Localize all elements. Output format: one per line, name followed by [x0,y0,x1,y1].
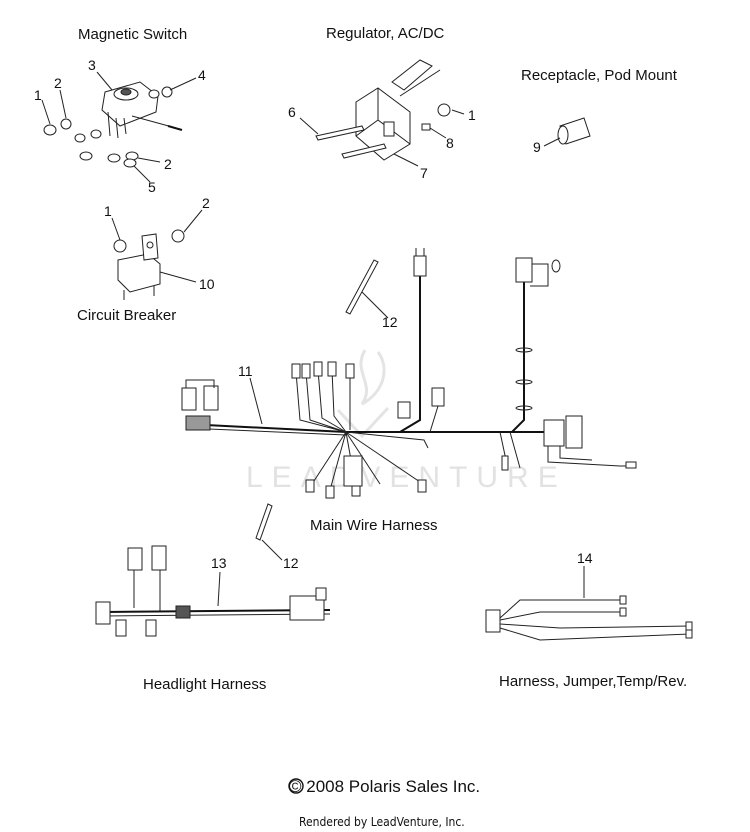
rendered-by-text: Rendered by LeadVenture, Inc. [299,815,465,829]
main-wire-harness [181,248,637,499]
cable-tie-headlight [255,503,283,561]
receptacle-assembly [543,117,591,147]
callout-mh-11: 11 [238,363,253,379]
cable-tie-main [345,259,389,319]
callout-jh-14: 14 [577,550,593,566]
copyright-text: © 2008 Polaris Sales Inc. [289,777,481,796]
callout-ms-3: 3 [88,57,96,73]
callout-rg-8: 8 [446,135,454,151]
callout-hh-12: 12 [283,555,299,571]
headlight-harness [95,545,331,637]
callout-rg-7: 7 [420,165,428,181]
callout-ms-4: 4 [198,67,206,83]
watermark-flame-icon [336,349,390,439]
regulator-assembly [299,59,465,167]
title-regulator: Regulator, AC/DC [326,25,445,42]
title-circuit-breaker: Circuit Breaker [77,307,177,324]
callout-rg-6: 6 [288,104,296,120]
title-receptacle: Receptacle, Pod Mount [521,67,677,84]
callout-ms-2a: 2 [54,75,62,91]
title-headlight-harness: Headlight Harness [143,676,267,693]
callout-ms-2b: 2 [164,156,172,172]
callout-rc-9: 9 [533,139,541,155]
callout-ms-5: 5 [148,179,156,195]
callout-ms-1: 1 [34,87,42,103]
callout-mh-12: 12 [382,314,398,330]
copyright-circle [288,778,304,794]
circuit-breaker-assembly [111,209,203,300]
title-main-wire-harness: Main Wire Harness [310,517,438,534]
jumper-harness [485,566,693,641]
callout-cb-2: 2 [202,195,210,211]
title-magnetic-switch: Magnetic Switch [78,26,188,43]
callout-cb-10: 10 [199,276,215,292]
magnetic-switch-assembly [41,71,197,183]
callout-rg-1: 1 [468,107,476,123]
title-jumper-harness: Harness, Jumper,Temp/Rev. [499,673,688,690]
callout-cb-1: 1 [104,203,112,219]
callout-hh-13: 13 [211,555,227,571]
